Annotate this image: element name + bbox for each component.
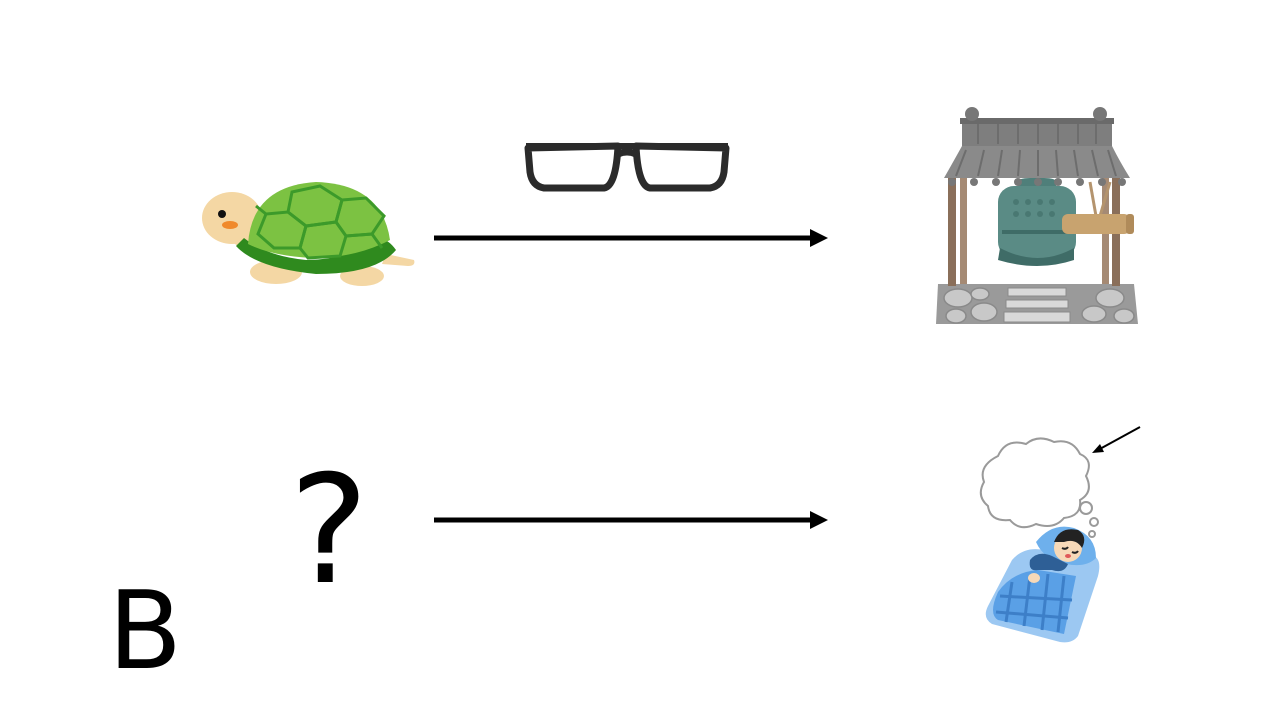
turtle-icon <box>202 182 415 286</box>
arrow-right-top <box>434 229 828 247</box>
thought-bubble-icon <box>979 437 1099 538</box>
question-mark: ? <box>289 444 369 618</box>
temple-bell-tower-icon <box>936 107 1138 324</box>
glasses-icon <box>524 142 730 192</box>
slide-label: B <box>108 569 183 694</box>
sleeping-person-icon <box>985 526 1100 643</box>
arrow-right-bottom <box>434 511 828 529</box>
pointer-arrow <box>1092 426 1141 453</box>
